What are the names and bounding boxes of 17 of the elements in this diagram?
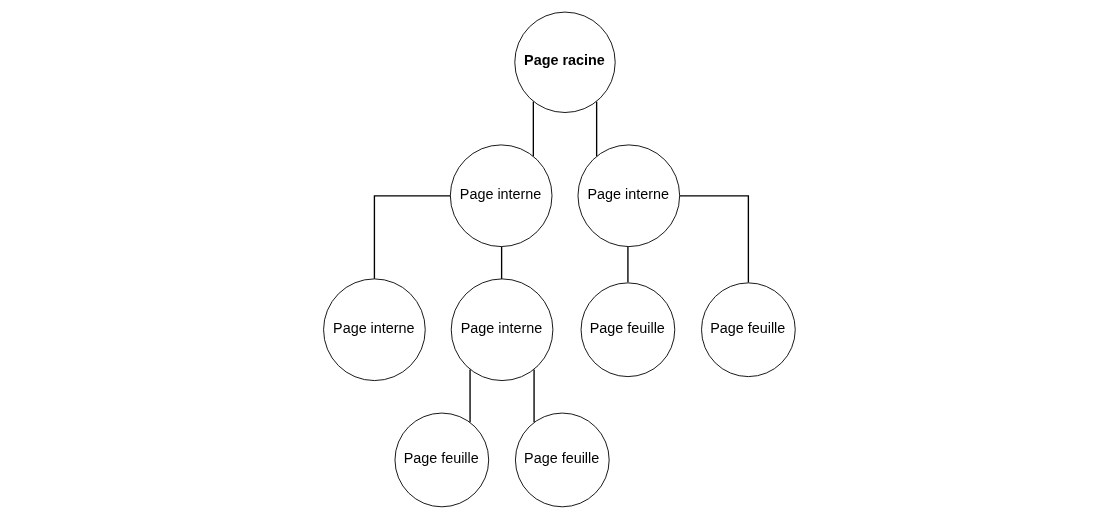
node-circle: Page feuille — [514, 412, 610, 508]
node-circle: Page interne — [577, 144, 680, 248]
node-circle: Page feuille — [700, 282, 796, 378]
node-circle: Page interne — [322, 278, 426, 381]
connector — [678, 195, 749, 284]
connector — [500, 246, 502, 280]
connector — [626, 246, 629, 284]
connector — [532, 100, 534, 157]
connector — [595, 100, 597, 157]
connector — [468, 368, 471, 423]
connector — [373, 195, 451, 280]
node-circle: Page racine — [513, 11, 616, 113]
node-circle: Page interne — [450, 278, 553, 381]
node-circle: Page feuille — [580, 282, 675, 378]
connector — [532, 368, 535, 423]
node-circle: Page feuille — [394, 412, 489, 508]
node-circle: Page interne — [449, 144, 552, 248]
